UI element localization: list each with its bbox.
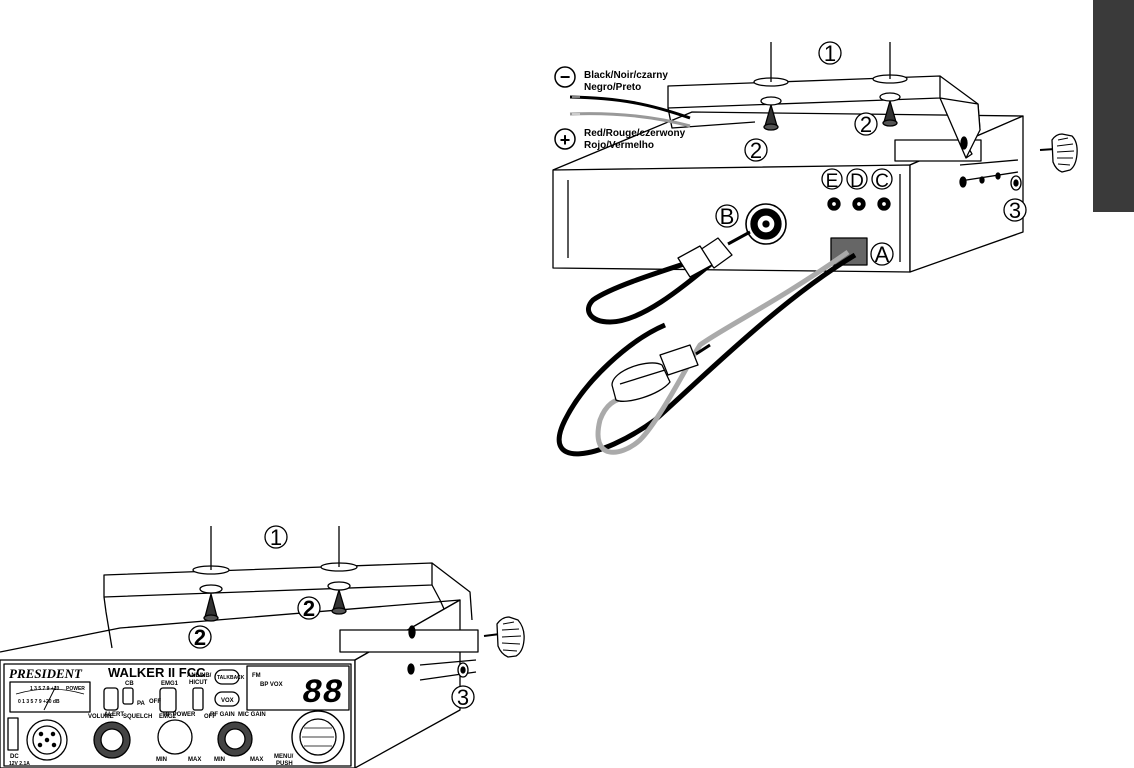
svg-text:MIC GAIN: MIC GAIN xyxy=(238,712,266,718)
svg-text:EMG2: EMG2 xyxy=(159,714,177,720)
svg-text:B: B xyxy=(720,204,735,229)
svg-text:88: 88 xyxy=(302,675,343,713)
svg-text:A: A xyxy=(875,242,890,267)
talkback-button[interactable] xyxy=(214,669,240,685)
svg-text:PA: PA xyxy=(137,701,146,707)
svg-text:RF POWER: RF POWER xyxy=(163,712,196,718)
svg-text:0 1 3 5 7 9 +20 dB: 0 1 3 5 7 9 +20 dB xyxy=(18,699,60,705)
screw-right-front xyxy=(327,581,351,615)
callout-3-rear: 3 xyxy=(1003,198,1027,223)
svg-text:C: C xyxy=(875,171,889,192)
language-tab-marker xyxy=(1093,0,1134,212)
positive-terminal-symbol: + xyxy=(554,128,576,150)
anl-nb-hicut-switch[interactable] xyxy=(192,687,204,711)
callout-e: E xyxy=(821,168,843,192)
negative-label-2: Negro/Preto xyxy=(584,82,641,93)
callout-a: A xyxy=(870,242,894,267)
power-cable xyxy=(556,249,857,457)
svg-text:D: D xyxy=(850,171,864,192)
svg-text:2: 2 xyxy=(194,625,206,650)
svg-text:1 3 5 7 9 +10: 1 3 5 7 9 +10 xyxy=(30,686,60,692)
rear-view-figure: 1 2 2 3 xyxy=(552,41,1078,457)
negative-label-1: Black/Noir/czarny xyxy=(584,70,668,81)
callout-2-front-left: 2 xyxy=(188,625,212,650)
positive-label-1: Red/Rouge/czerwony xyxy=(584,128,686,139)
rf-power-knob[interactable] xyxy=(157,719,193,755)
dc-socket xyxy=(7,717,19,751)
positive-label-2: Rojo/Vermelho xyxy=(584,140,654,151)
callout-2-front-right: 2 xyxy=(297,596,321,621)
mounting-bracket-bottom xyxy=(103,526,473,649)
svg-text:E: E xyxy=(826,171,839,192)
brand-logo: PRESIDENT xyxy=(9,666,83,681)
svg-text:12V 2.1A: 12V 2.1A xyxy=(9,761,30,767)
screw-left-front xyxy=(199,584,223,622)
svg-text:MIN: MIN xyxy=(156,757,167,763)
svg-text:DC: DC xyxy=(10,754,19,760)
svg-text:RF GAIN: RF GAIN xyxy=(210,712,235,718)
mounting-bracket-top xyxy=(667,42,981,159)
svg-text:MIN: MIN xyxy=(214,757,225,763)
svg-text:EMG1: EMG1 xyxy=(161,681,179,687)
model-name: WALKER II FCC xyxy=(108,665,206,680)
antenna-connector xyxy=(745,203,787,245)
mic-socket xyxy=(26,719,68,761)
mounting-knob-rear xyxy=(1010,133,1078,191)
emg-switch[interactable] xyxy=(159,687,177,713)
svg-text:CB: CB xyxy=(125,681,134,687)
svg-text:MAX: MAX xyxy=(188,757,201,763)
lcd-display: FM BP VOX 88 xyxy=(246,665,350,713)
callout-3-front: 3 xyxy=(451,685,475,710)
callout-c: C xyxy=(871,168,893,192)
svg-text:−: − xyxy=(560,67,571,87)
antenna-cable xyxy=(586,230,751,325)
screw-right-rear xyxy=(879,92,901,127)
callout-b: B xyxy=(715,204,739,229)
svg-text:OFF: OFF xyxy=(149,699,161,705)
svg-text:HICUT: HICUT xyxy=(189,680,208,686)
s-meter: 1 3 5 7 9 +10 POWER 0 1 3 5 7 9 +20 dB xyxy=(9,681,91,713)
callout-d: D xyxy=(846,168,868,192)
svg-text:TALKBACK: TALKBACK xyxy=(217,675,245,681)
svg-text:PUSH: PUSH xyxy=(276,761,293,767)
svg-text:3: 3 xyxy=(457,685,469,710)
battery-leads xyxy=(569,95,691,128)
svg-text:ANL/NB/: ANL/NB/ xyxy=(187,673,212,679)
cb-pa-switch[interactable] xyxy=(122,687,134,705)
rear-jacks xyxy=(827,197,891,211)
mounting-knob-front xyxy=(457,616,525,678)
channel-selector-knob[interactable] xyxy=(291,710,345,764)
svg-text:3: 3 xyxy=(1009,198,1021,223)
callout-1-front: 1 xyxy=(264,525,288,550)
svg-text:POWER: POWER xyxy=(66,686,85,692)
svg-text:+: + xyxy=(560,130,571,150)
svg-text:2: 2 xyxy=(303,596,315,621)
svg-text:2: 2 xyxy=(860,112,872,137)
svg-text:ALERT: ALERT xyxy=(104,712,124,718)
front-view-figure: 1 2 2 3 PRESIDENT WALKER II FCC xyxy=(0,525,525,768)
svg-text:1: 1 xyxy=(270,525,282,550)
svg-text:VOLUME: VOLUME xyxy=(88,714,114,720)
alert-button[interactable] xyxy=(103,687,119,711)
callout-1-rear: 1 xyxy=(818,41,842,66)
front-panel: PRESIDENT WALKER II FCC 1 3 5 7 9 +10 PO… xyxy=(3,663,352,767)
negative-terminal-symbol: − xyxy=(554,66,576,88)
svg-text:FM: FM xyxy=(252,673,261,679)
callout-2-rear-left: 2 xyxy=(744,138,768,163)
svg-text:SQUELCH: SQUELCH xyxy=(123,714,152,720)
svg-text:MAX: MAX xyxy=(250,757,263,763)
svg-text:OFF: OFF xyxy=(204,714,216,720)
screw-left-rear xyxy=(760,96,782,131)
svg-text:BP VOX: BP VOX xyxy=(260,682,283,688)
svg-text:1: 1 xyxy=(824,41,836,66)
svg-text:VOX: VOX xyxy=(221,698,234,704)
vox-button[interactable] xyxy=(214,691,240,707)
svg-text:MENU/: MENU/ xyxy=(274,754,294,760)
svg-text:2: 2 xyxy=(750,138,762,163)
callout-2-rear-right: 2 xyxy=(854,112,878,137)
